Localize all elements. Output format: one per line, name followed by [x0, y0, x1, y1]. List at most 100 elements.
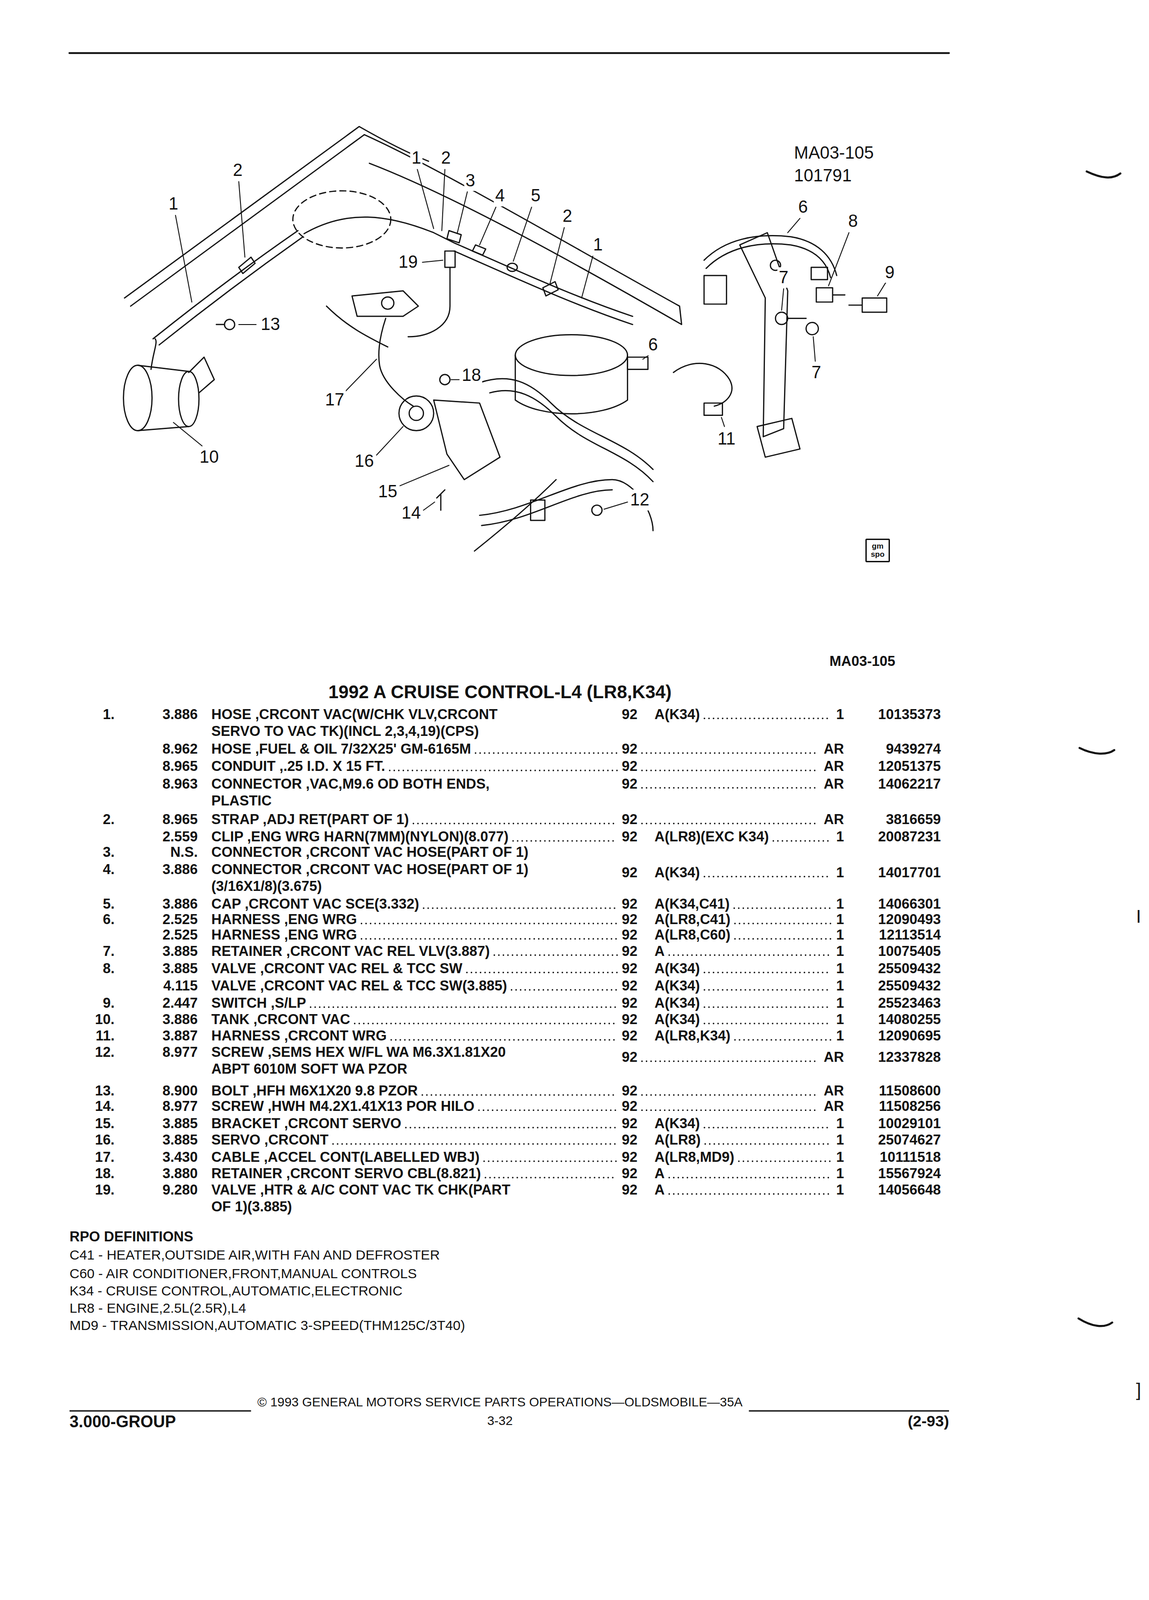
- callout-number: 1: [591, 234, 605, 256]
- model-year: 92: [621, 942, 638, 960]
- usage-code: A(LR8,C60): [654, 926, 731, 944]
- callout-number: 6: [796, 196, 810, 218]
- model-year: 92: [621, 705, 638, 723]
- part-number: 25523463: [878, 994, 941, 1012]
- pedal-bracket: [704, 232, 800, 458]
- part-description: CAP ,CRCONT VAC SCE(3.332): [211, 895, 420, 913]
- dot-leader: [734, 1039, 832, 1041]
- group-number: 3.885: [162, 942, 198, 960]
- strut-tower: [292, 190, 391, 249]
- model-year: 92: [621, 757, 638, 775]
- part-number: 12090493: [878, 910, 941, 928]
- group-number: 8.965: [162, 757, 198, 775]
- item-number: 15.: [94, 1114, 115, 1132]
- part-number: 10029101: [878, 1114, 941, 1132]
- cruise-harness: [673, 363, 733, 415]
- logo-box: gm spo: [865, 538, 890, 563]
- model-year: 92: [621, 1148, 638, 1166]
- part-number: 14017701: [878, 864, 941, 881]
- footer-rule: [749, 1410, 950, 1412]
- dot-leader: [641, 822, 820, 825]
- group-number: 3.886: [162, 895, 198, 913]
- dot-leader: [704, 717, 832, 720]
- dot-leader: [466, 971, 618, 974]
- item-number: 10.: [94, 1010, 115, 1028]
- valve-retainer: [775, 312, 788, 325]
- group-number: 8.962: [162, 740, 198, 758]
- callout-number: 17: [323, 389, 346, 411]
- cable-retainer: [439, 374, 450, 385]
- part-description: HOSE ,FUEL & OIL 7/32X25' GM-6165M: [211, 740, 471, 758]
- group-number: 3.885: [162, 1131, 198, 1149]
- callout-number: 5: [529, 185, 542, 207]
- group-number: 8.965: [162, 810, 198, 828]
- usage-code: A(K34): [654, 1010, 700, 1028]
- part-number: 9439274: [885, 740, 941, 758]
- dot-leader: [704, 1126, 832, 1129]
- quantity: AR: [823, 1097, 845, 1115]
- dot-leader: [361, 922, 618, 925]
- group-number: N.S.: [170, 843, 198, 861]
- callout-number: 16: [353, 450, 375, 472]
- group-number: 2.447: [162, 994, 198, 1012]
- part-description: HARNESS ,CRCONT WRG: [211, 1027, 387, 1045]
- model-year: 92: [621, 895, 638, 913]
- part-number: 3816659: [885, 810, 941, 828]
- item-number: 11.: [95, 1027, 115, 1045]
- group-number: 3.886: [162, 705, 198, 723]
- quantity: 1: [836, 994, 845, 1012]
- dot-leader: [485, 1176, 618, 1179]
- usage-code: A(K34): [654, 1114, 700, 1132]
- throttle-body: [326, 290, 419, 347]
- usage-code: A(LR8): [654, 1131, 701, 1149]
- part-number: 15567924: [878, 1164, 941, 1182]
- quantity: 1: [836, 1114, 845, 1132]
- part-number: 12337828: [878, 1048, 941, 1066]
- usage-code: A: [654, 1181, 665, 1199]
- dot-leader: [475, 752, 618, 755]
- callout-number: 6: [646, 334, 660, 356]
- model-year: 92: [621, 775, 638, 793]
- group-number: 4.115: [163, 977, 198, 995]
- quantity: 1: [836, 864, 845, 881]
- item-number: 1.: [102, 705, 115, 723]
- group-number: 2.525: [162, 910, 198, 928]
- item-number: 18.: [94, 1164, 115, 1182]
- callout-number: 2: [439, 147, 452, 169]
- group-number: 2.559: [162, 828, 198, 845]
- part-number: 11508600: [879, 1082, 941, 1100]
- item-number: 8.: [102, 959, 115, 977]
- callout-number: 3: [464, 170, 477, 192]
- callout-number: 1: [409, 147, 423, 169]
- part-description: CONNECTOR ,CRCONT VAC HOSE(PART OF 1): [211, 843, 529, 861]
- quantity: 1: [836, 705, 845, 723]
- group-number: 3.886: [162, 1010, 198, 1028]
- exploded-view: [69, 53, 1121, 1327]
- quantity: 1: [836, 1131, 845, 1149]
- quantity: 1: [836, 1010, 845, 1028]
- dot-leader: [413, 822, 618, 825]
- dot-leader: [739, 1160, 832, 1163]
- part-description: STRAP ,ADJ RET(PART OF 1): [211, 810, 410, 828]
- usage-code: A(LR8,C41): [654, 910, 731, 928]
- callout-number: 7: [777, 267, 790, 289]
- part-description: VALVE ,HTR & A/C CONT VAC TK CHK(PART OF…: [211, 1181, 525, 1215]
- part-number: 11508256: [879, 1097, 941, 1115]
- quantity: AR: [823, 775, 845, 793]
- dot-leader: [333, 1143, 618, 1145]
- usage-code: A(K34): [654, 959, 700, 977]
- valve-retainer: [806, 322, 819, 335]
- item-number: 3.: [102, 843, 115, 861]
- part-description: HOSE ,CRCONT VAC(W/CHK VLV,CRCONT SERVO …: [211, 705, 530, 740]
- part-description: CLIP ,ENG WRG HARN(7MM)(NYLON)(8.077): [211, 828, 509, 845]
- model-year: 92: [621, 1164, 638, 1182]
- dot-leader: [641, 786, 820, 789]
- part-number: 20087231: [878, 828, 941, 845]
- item-number: 12.: [94, 1043, 115, 1061]
- group-number: 3.885: [162, 959, 198, 977]
- quantity: 1: [836, 1181, 845, 1199]
- part-description: SCREW ,SEMS HEX W/FL WA M6.3X1.81X20 ABP…: [211, 1043, 535, 1078]
- quantity: 1: [836, 942, 845, 960]
- callout-number: 10: [198, 446, 220, 468]
